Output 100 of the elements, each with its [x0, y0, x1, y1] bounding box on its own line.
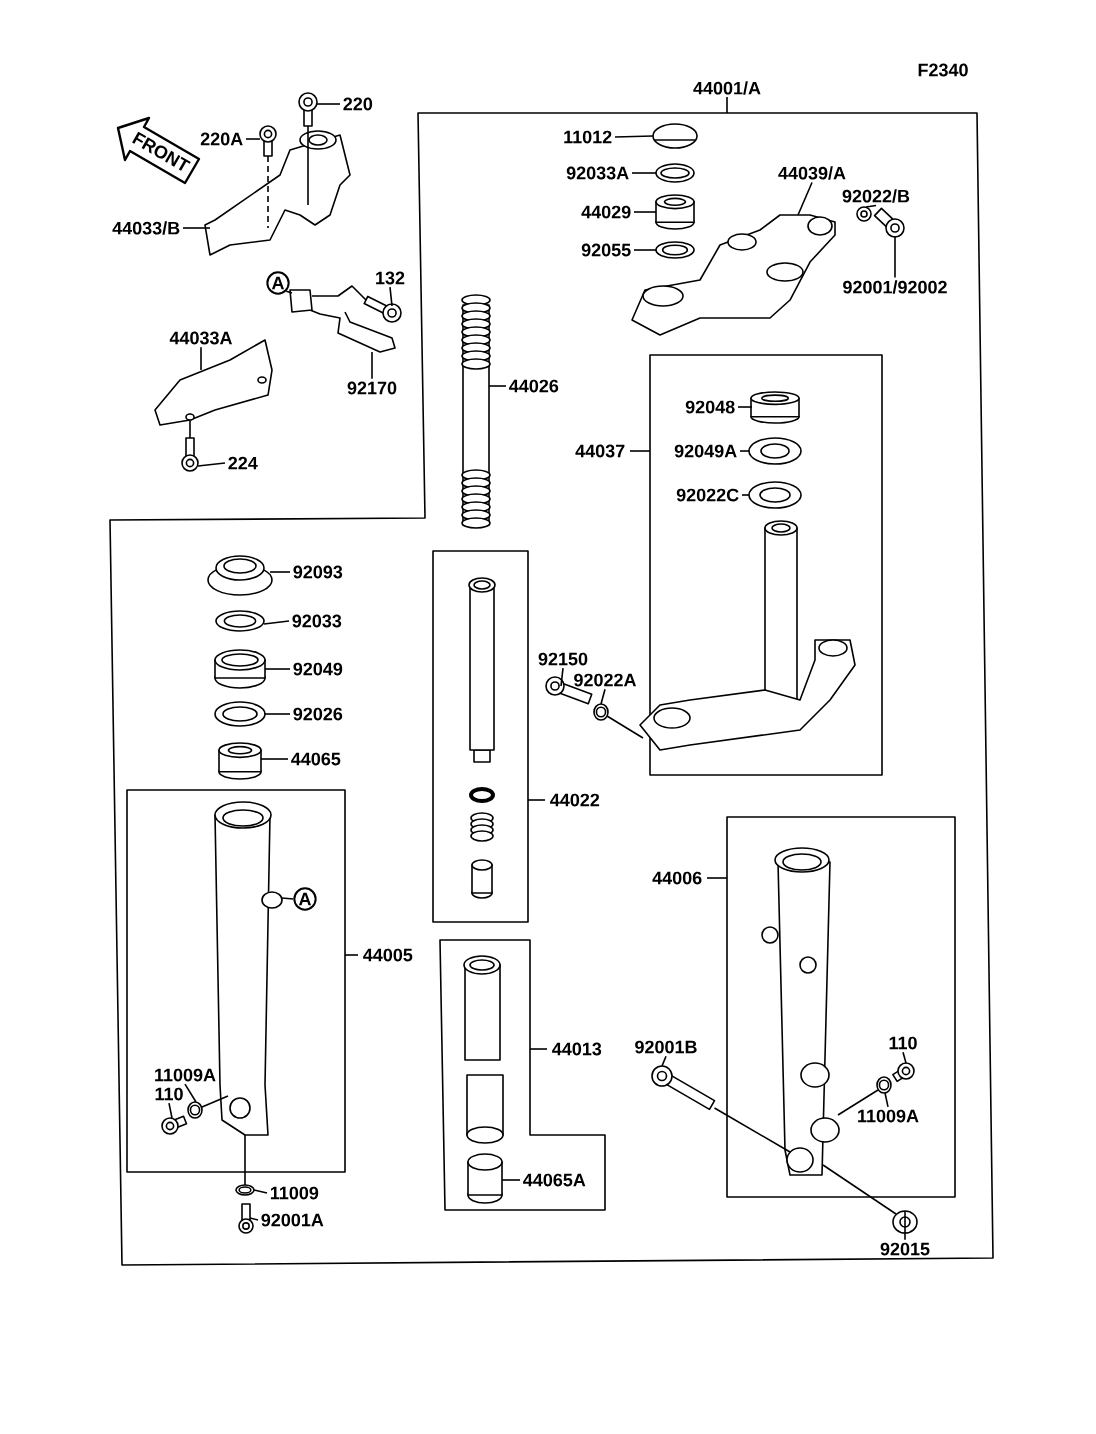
part-number: 92049 — [293, 662, 343, 676]
part-number: 92048 — [685, 400, 735, 414]
part-number: 110 — [889, 1036, 917, 1050]
bolt-drawing — [873, 207, 905, 238]
part-number: 44033/B — [112, 221, 180, 235]
washer-drawing — [748, 437, 802, 465]
leader-line — [560, 667, 564, 687]
part-number: 92150 — [538, 652, 588, 666]
part-number: 92093 — [293, 565, 343, 579]
leader-line — [633, 211, 657, 213]
alignment-line — [311, 285, 367, 301]
alignment-line — [244, 1134, 246, 1186]
alignment-line — [307, 125, 309, 206]
bolt-drawing — [161, 1115, 188, 1135]
leader-line — [737, 406, 753, 408]
washer-drawing — [235, 1184, 255, 1196]
leader-line — [281, 897, 295, 900]
steering-stem-drawing — [639, 520, 856, 751]
part-number: 220A — [200, 132, 243, 146]
leader-line — [797, 181, 813, 216]
leader-line — [253, 1189, 268, 1194]
leader-line — [269, 571, 291, 573]
part-number: 92033A — [566, 166, 629, 180]
cap-drawing — [652, 123, 698, 149]
washer-drawing — [187, 1101, 203, 1119]
alignment-line — [606, 715, 644, 739]
leader-line — [902, 1051, 907, 1064]
dust-seal-drawing — [207, 555, 273, 596]
part-number: 92022A — [574, 673, 637, 687]
part-number: 220 — [343, 97, 373, 111]
node-label: 44037 — [575, 444, 625, 458]
screw-drawing — [298, 92, 318, 127]
screw-drawing — [259, 125, 277, 157]
alignment-line — [713, 1107, 791, 1153]
leader-line — [168, 1102, 173, 1119]
ring-drawing — [655, 163, 695, 183]
leader-line — [741, 494, 750, 496]
part-number: 44033A — [169, 331, 233, 345]
leader-line — [865, 204, 877, 208]
leader-line — [614, 135, 654, 138]
leader-line — [197, 462, 226, 467]
part-number: 44029 — [581, 205, 631, 219]
leader-line — [371, 351, 373, 380]
washer-drawing — [593, 703, 609, 721]
bolt-drawing — [238, 1203, 254, 1234]
part-number: 224 — [228, 456, 258, 470]
leader-line — [260, 758, 289, 760]
part-number: 92022C — [676, 488, 739, 502]
leader-line — [389, 286, 393, 307]
leader-line — [488, 385, 507, 387]
clip-drawing — [215, 610, 265, 632]
alignment-line — [822, 1164, 897, 1215]
bushing-drawing — [214, 649, 266, 689]
part-number: 110 — [155, 1087, 183, 1101]
leader-line — [263, 620, 290, 625]
part-number: 92170 — [347, 381, 397, 395]
node-label: 44006 — [652, 871, 702, 885]
node-label: 44022 — [550, 793, 600, 807]
upper-bracket-drawing — [631, 214, 836, 336]
node-label: 44001/A — [693, 81, 761, 95]
leader-line — [633, 249, 657, 251]
node-label: 44005 — [363, 948, 413, 962]
bolt-drawing — [892, 1062, 915, 1083]
leader-line — [245, 138, 261, 140]
alignment-line — [189, 420, 191, 439]
part-number: 92022/B — [842, 189, 910, 203]
part-number: 11012 — [564, 130, 612, 144]
leader-line — [249, 1217, 259, 1221]
washer-drawing — [856, 206, 872, 222]
bushing-drawing — [467, 1153, 503, 1204]
nut-drawing — [892, 1210, 918, 1234]
leader-line — [894, 235, 896, 279]
part-number: 44026 — [509, 379, 559, 393]
leader-line — [200, 346, 202, 371]
plug-drawing — [655, 194, 695, 230]
leader-line — [600, 688, 606, 705]
wire-bracket-drawing — [289, 289, 396, 353]
part-number: 132 — [376, 271, 405, 285]
part-number: 92055 — [581, 243, 631, 257]
fork-leg-drawing — [214, 801, 283, 1136]
drawing-number: F2340 — [918, 63, 968, 77]
bolt-drawing — [651, 1065, 716, 1111]
bushing-drawing — [218, 742, 262, 780]
bolt-drawing — [363, 295, 402, 323]
part-number: 92015 — [880, 1242, 930, 1256]
part-number: 92001/92002 — [843, 280, 947, 294]
leader-line — [316, 103, 341, 105]
leader-line — [264, 668, 291, 670]
dust-seal-drawing — [750, 391, 800, 424]
spring-rod-drawing — [461, 294, 491, 529]
part-number: 44039/A — [778, 166, 846, 180]
part-number: 92049A — [674, 444, 737, 458]
part-number: 92033 — [292, 614, 342, 628]
leader-line — [631, 172, 657, 174]
washer-drawing — [214, 701, 266, 727]
leader-line — [739, 450, 750, 452]
leader-line — [184, 1083, 197, 1103]
leader-line — [904, 1210, 906, 1241]
alignment-line — [837, 1089, 879, 1116]
part-number: 11009A — [858, 1109, 919, 1123]
